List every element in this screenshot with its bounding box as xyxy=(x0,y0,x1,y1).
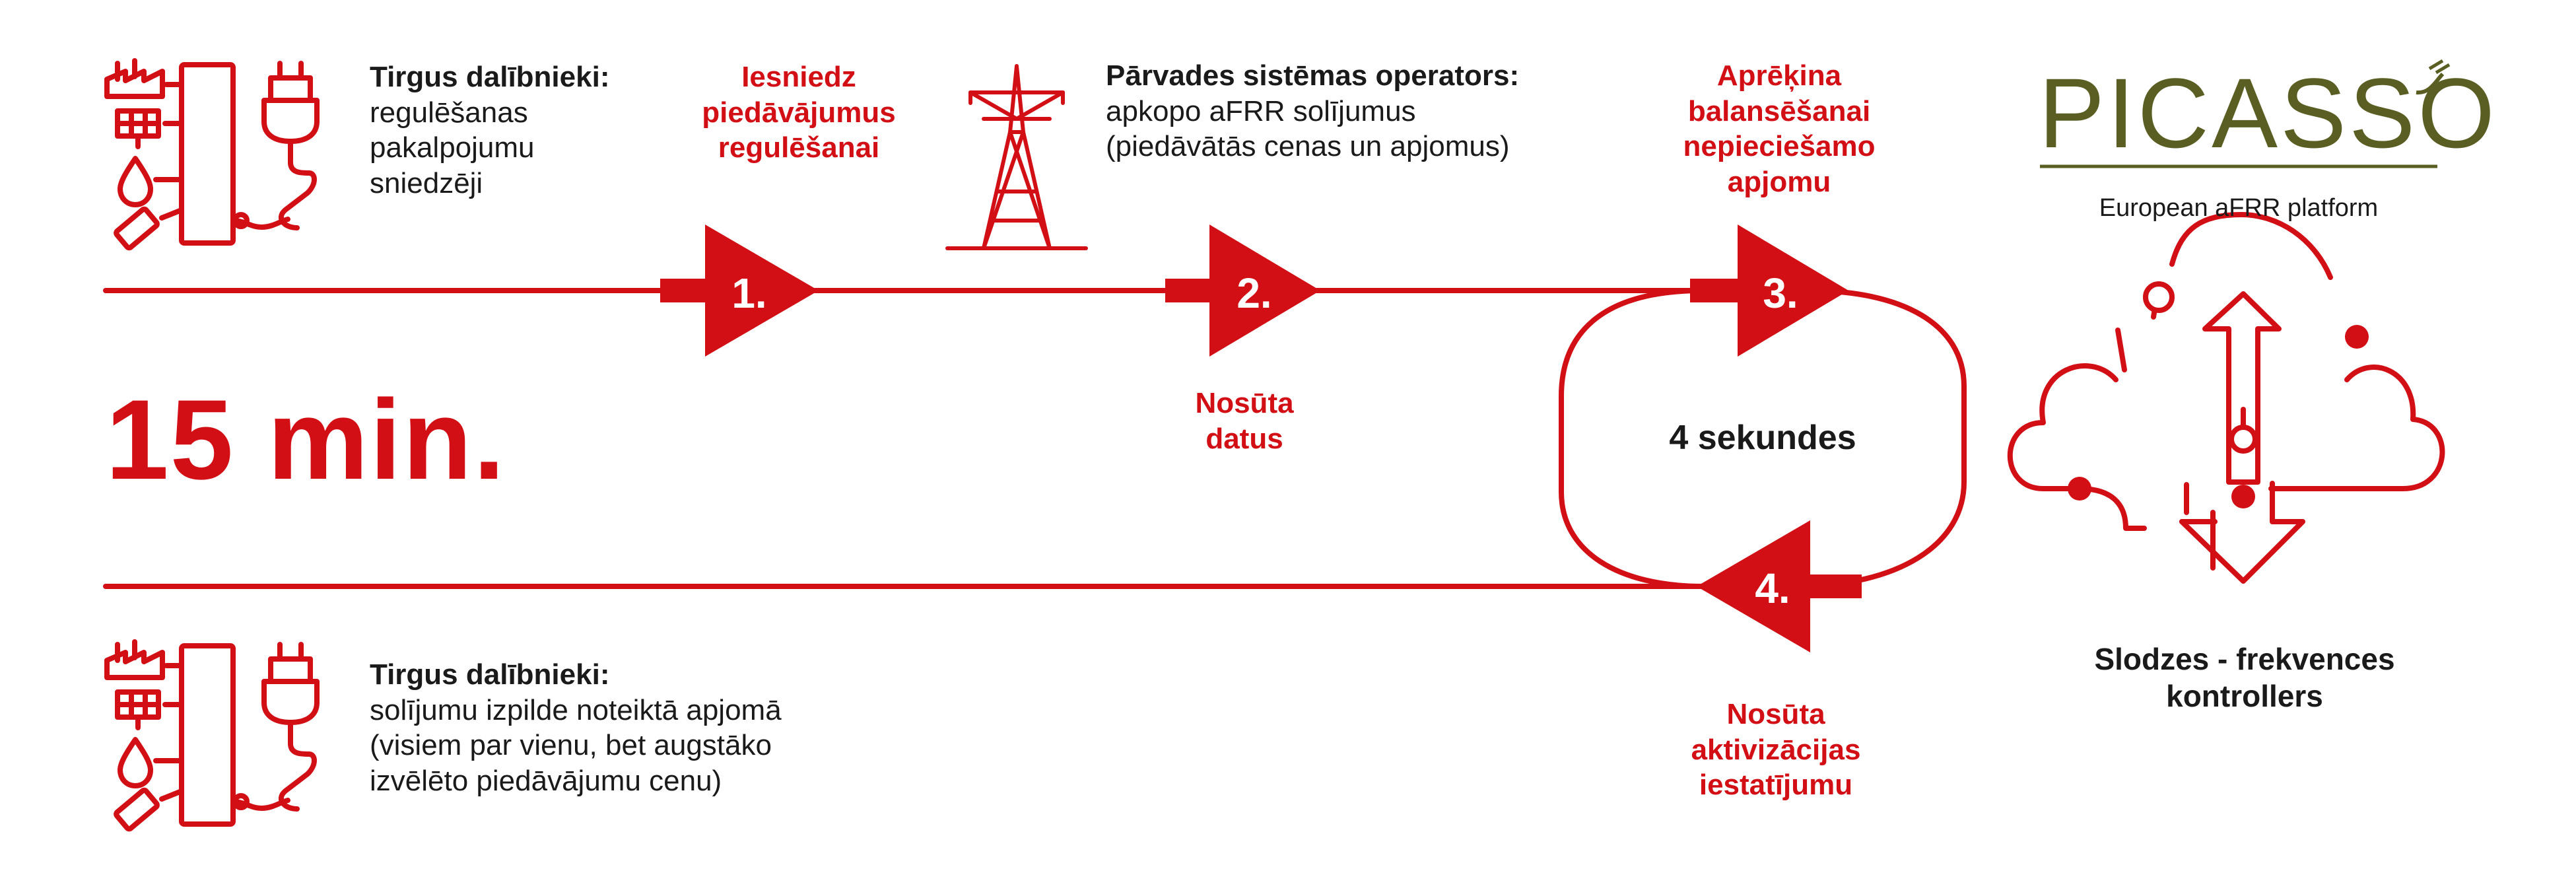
controller-label: Slodzes - frekvences kontrollers xyxy=(2060,641,2429,714)
step-arrows xyxy=(660,225,1862,652)
bottom-participants-line-3: izvēlēto piedāvājumu cenu) xyxy=(370,765,722,798)
water-drop-icon xyxy=(118,156,184,207)
step-4-label: Nosūta aktivizācijas iestatījumu xyxy=(1657,697,1895,803)
top-participant-icons xyxy=(104,58,320,251)
step-4-number: 4. xyxy=(1755,565,1790,612)
step-2-label: Nosūta datus xyxy=(1145,386,1343,456)
step-1-number: 1. xyxy=(731,269,767,317)
top-participants-line-2: pakalpojumu xyxy=(370,131,535,164)
transmission-tower-icon xyxy=(945,64,1088,250)
step-4-arrow xyxy=(1697,520,1862,652)
step-1-label-line-1: Iesniedz xyxy=(741,61,856,93)
picasso-subtitle: European aFRR platform xyxy=(2099,194,2379,222)
picasso-logo-marks xyxy=(2040,59,2451,168)
top-participants-title: Tirgus dalībnieki: xyxy=(370,61,610,93)
step-3-label-line-3: nepieciešamo xyxy=(1683,130,1876,163)
bottom-participant-icons xyxy=(104,639,320,832)
bottom-participants-line-2: (visiem par vienu, bet augstāko xyxy=(370,729,772,762)
factory-icon xyxy=(104,639,184,680)
loop-label: 4 sekundes xyxy=(1669,419,1856,457)
tso-title: Pārvades sistēmas operators: xyxy=(1106,59,1520,92)
controller-label-line-2: kontrollers xyxy=(2166,679,2323,714)
solar-panel-icon xyxy=(115,108,184,149)
step-2-label-line-1: Nosūta xyxy=(1195,387,1294,419)
step-3-arrow xyxy=(1690,225,1848,357)
step-3-label: Aprēķina balansēšanai nepieciešamo apjom… xyxy=(1664,58,1895,200)
step-1-arrow xyxy=(660,225,819,357)
picasso-wordmark: PICASSO xyxy=(2039,57,2497,168)
step-3-label-line-2: balansēšanai xyxy=(1687,94,1871,127)
step-2-label-line-2: datus xyxy=(1205,422,1283,455)
step-4-label-line-1: Nosūta xyxy=(1726,698,1825,730)
step-2-number: 2. xyxy=(1237,269,1272,317)
step-2-arrow xyxy=(1165,225,1320,357)
factory-icon xyxy=(104,58,184,99)
step-3-label-line-1: Aprēķina xyxy=(1716,59,1842,92)
step-4-label-line-3: iestatījumu xyxy=(1699,769,1853,802)
step-3-label-line-4: apjomu xyxy=(1727,166,1831,199)
tso-text: Pārvades sistēmas operators: apkopo aFRR… xyxy=(1106,58,1519,164)
cloud-network-icon xyxy=(2007,212,2445,584)
participants-bar xyxy=(179,62,236,246)
bottom-participants-title: Tirgus dalībnieki: xyxy=(370,658,610,691)
top-participants-line-3: sniedzēji xyxy=(370,167,483,200)
plug-icon xyxy=(230,61,320,230)
controller-label-line-1: Slodzes - frekvences xyxy=(2094,642,2395,676)
step-1-label-line-3: regulēšanai xyxy=(718,131,880,164)
step-1-label: Iesniedz piedāvājumus regulēšanai xyxy=(680,59,918,166)
cloud-nodes xyxy=(2068,325,2369,508)
top-participants-line-1: regulēšanas xyxy=(370,96,528,129)
tso-line-1: apkopo aFRR solījumus xyxy=(1106,94,1416,127)
step-4-label-line-2: aktivizācijas xyxy=(1691,733,1861,766)
bottom-participants-text: Tirgus dalībnieki: solījumu izpilde note… xyxy=(370,657,782,799)
battery-icon xyxy=(114,206,184,251)
tso-line-2: (piedāvātās cenas un apjomus) xyxy=(1106,130,1510,163)
plug-icon xyxy=(230,642,320,812)
battery-icon xyxy=(114,787,184,832)
step-1-label-line-2: piedāvājumus xyxy=(702,96,896,129)
bottom-participants-line-1: solījumu izpilde noteiktā apjomā xyxy=(370,693,782,726)
solar-panel-icon xyxy=(115,689,184,730)
top-participants-text: Tirgus dalībnieki: regulēšanas pakalpoju… xyxy=(370,59,609,201)
step-3-number: 3. xyxy=(1763,269,1798,317)
duration-label: 15 min. xyxy=(106,376,506,503)
participants-bar xyxy=(179,643,236,827)
water-drop-icon xyxy=(118,737,184,788)
